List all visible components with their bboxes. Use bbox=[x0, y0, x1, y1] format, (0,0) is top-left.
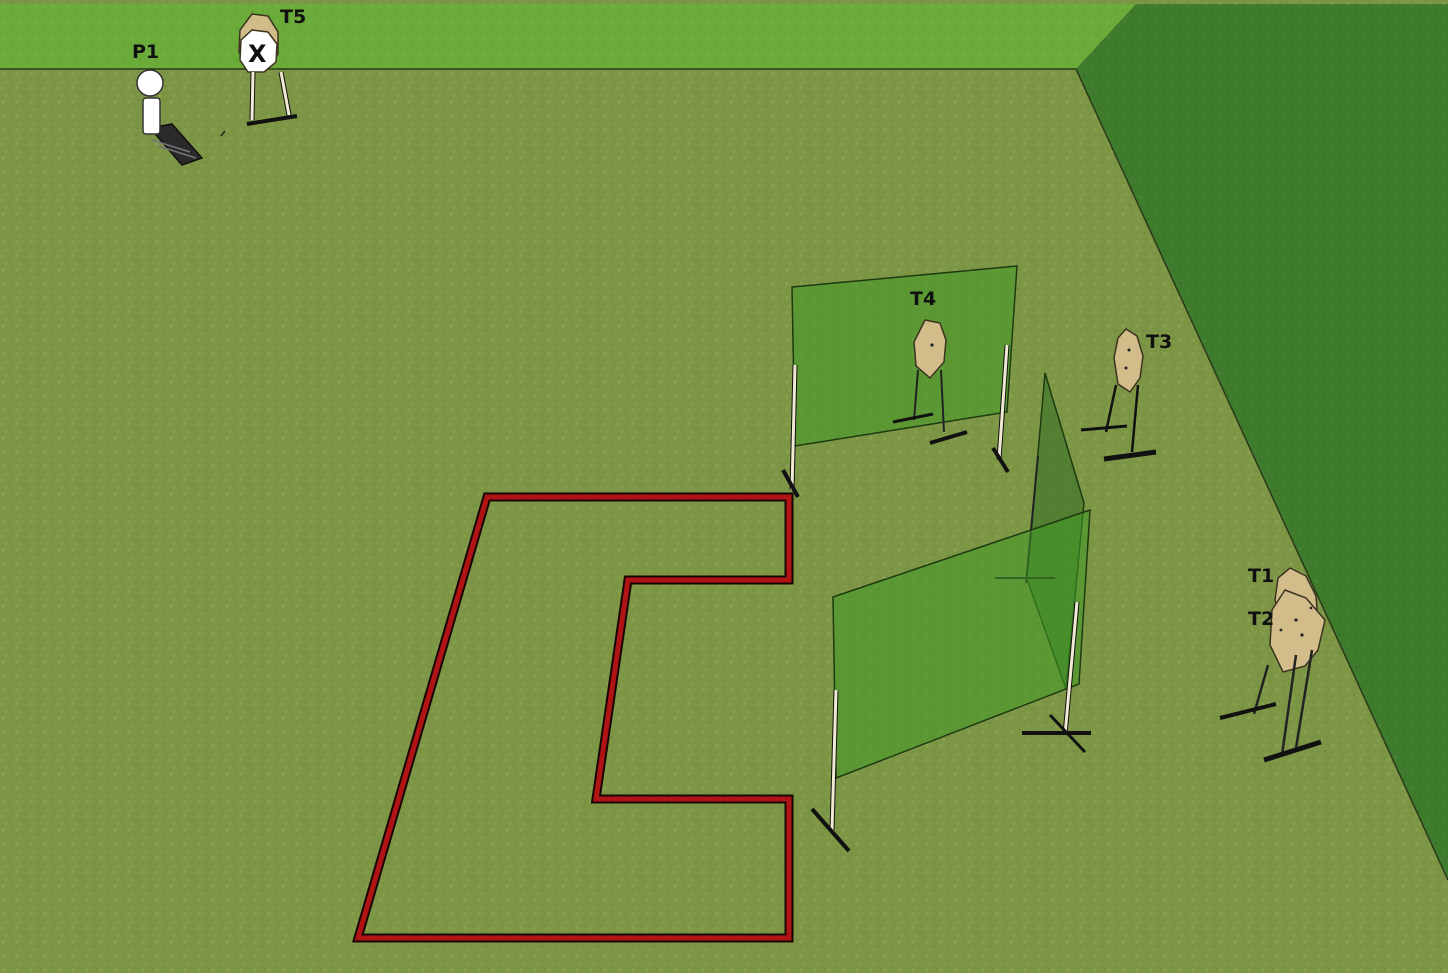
label-t3: T3 bbox=[1146, 331, 1172, 353]
back-berm bbox=[0, 4, 1136, 69]
label-t2: T2 bbox=[1248, 608, 1274, 630]
no-shoot-cross-icon: X bbox=[248, 40, 267, 68]
label-t1: T1 bbox=[1248, 565, 1274, 587]
label-t5: T5 bbox=[280, 6, 306, 28]
label-p1: P1 bbox=[132, 41, 159, 63]
label-t4: T4 bbox=[910, 288, 936, 310]
